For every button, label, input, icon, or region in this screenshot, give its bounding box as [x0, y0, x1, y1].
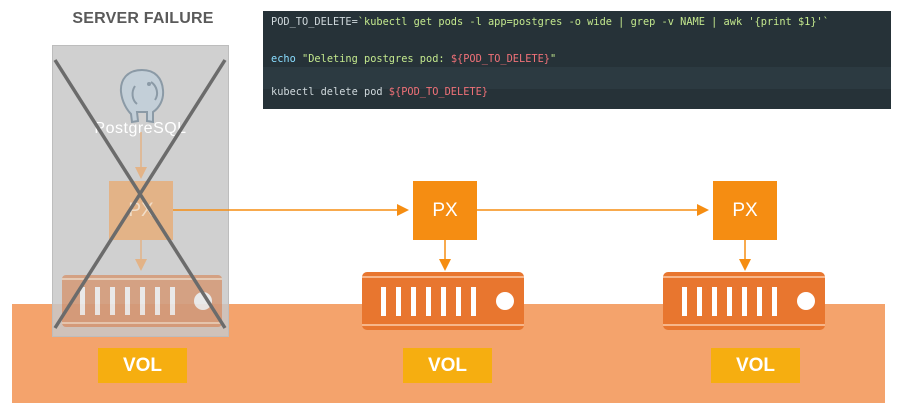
disk-drive-3	[663, 272, 825, 330]
px-node-2: PX	[413, 181, 477, 240]
code-line-3: kubectl delete pod ${POD_TO_DELETE}	[271, 86, 488, 98]
code-line-1: POD_TO_DELETE=`kubectl get pods -l app=p…	[271, 16, 829, 28]
code-echo-string: "Deleting postgres pod:	[302, 53, 451, 65]
code-command-substitution: `kubectl get pods -l app=postgres -o wid…	[357, 16, 829, 28]
code-delete-variable: ${POD_TO_DELETE}	[388, 86, 488, 98]
code-delete-command: kubectl delete pod	[271, 86, 389, 98]
code-line-2: echo "Deleting postgres pod: ${POD_TO_DE…	[271, 53, 556, 65]
elephant-icon	[119, 68, 165, 124]
vol-badge-1: VOL	[98, 348, 187, 383]
postgresql-label: PostgreSQL	[94, 120, 187, 137]
code-echo-keyword: echo	[271, 53, 296, 65]
diagram-title: SERVER FAILURE	[72, 10, 214, 27]
px-node-3: PX	[713, 181, 777, 240]
vol-badge-3: VOL	[711, 348, 800, 383]
failure-x-icon	[53, 59, 227, 329]
code-highlight-line	[263, 67, 891, 89]
vol-badge-2: VOL	[403, 348, 492, 383]
code-echo-string-end: "	[550, 53, 557, 65]
code-echo-variable: ${POD_TO_DELETE}	[450, 53, 551, 65]
disk-drive-2	[362, 272, 524, 330]
code-var-assign: POD_TO_DELETE=	[271, 16, 358, 28]
disk-drive-failed	[62, 275, 222, 327]
code-snippet: POD_TO_DELETE=`kubectl get pods -l app=p…	[263, 11, 891, 109]
